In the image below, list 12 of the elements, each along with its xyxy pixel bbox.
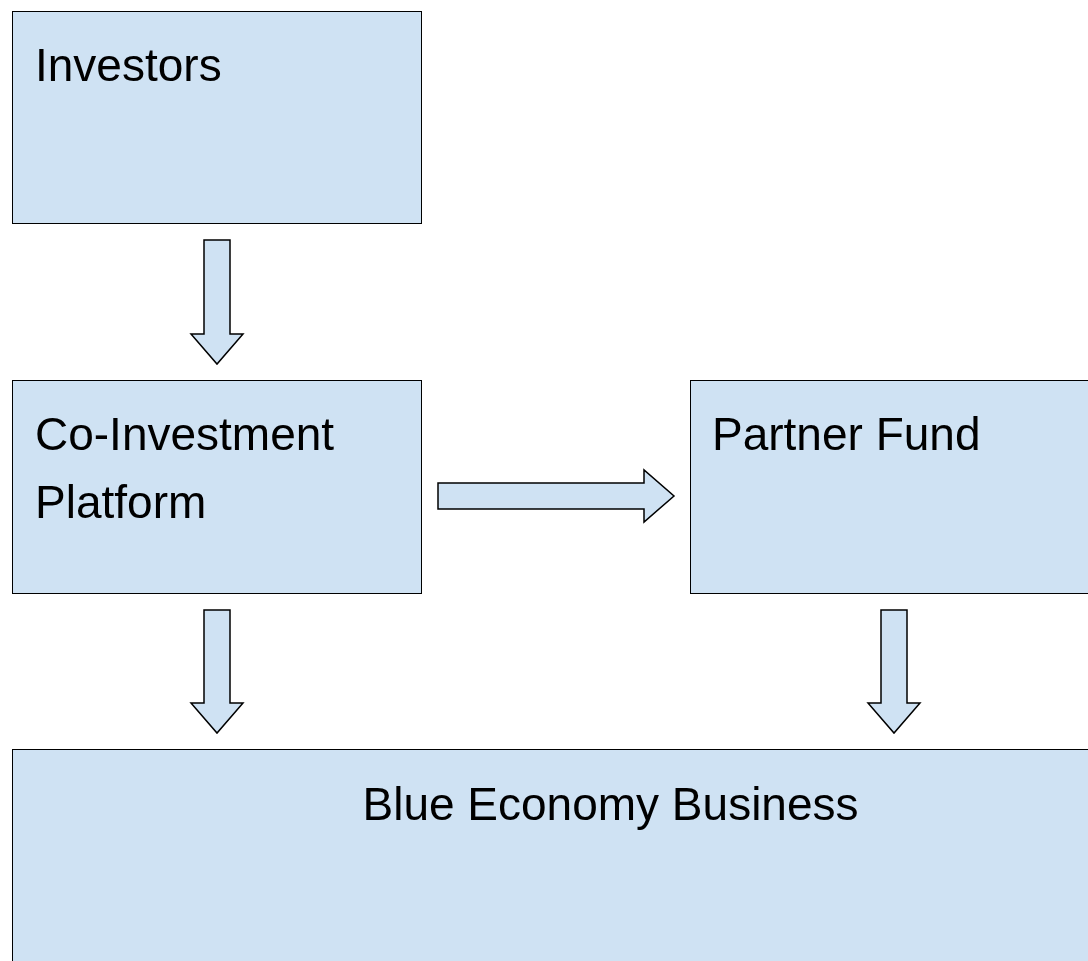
process-box: [12, 380, 422, 594]
block-arrow: [189, 609, 245, 735]
block-arrow: [437, 468, 676, 524]
box-label: Blue Economy Business: [361, 777, 860, 832]
process-box: [12, 749, 1088, 961]
box-label: Investors: [35, 38, 223, 93]
box-label: Partner Fund: [712, 407, 982, 462]
block-arrow: [189, 239, 245, 366]
process-box: [690, 380, 1088, 594]
block-arrow: [866, 609, 922, 735]
box-label: Co-Investment Platform: [35, 407, 336, 530]
process-box: [12, 11, 422, 224]
